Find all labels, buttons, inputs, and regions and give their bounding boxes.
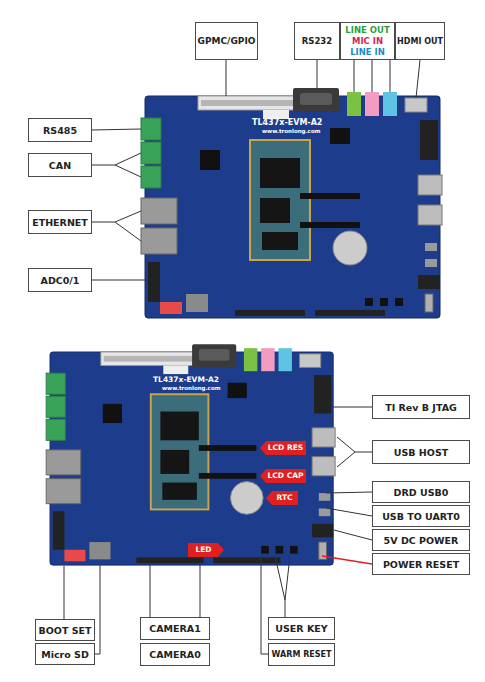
leader-line: [326, 492, 372, 493]
arrow-tag: LED: [188, 543, 224, 557]
leader-line: [200, 565, 201, 617]
arrow-tag-fill: [260, 469, 306, 483]
callout-box: WARM RESET: [268, 643, 335, 666]
callout-box: USB TO UART0: [372, 505, 470, 527]
callout-text: 5V DC POWER: [384, 535, 459, 546]
callout-text: CAN: [49, 160, 71, 171]
callout-text: ETHERNET: [32, 217, 88, 228]
callout-text: RS232: [302, 36, 332, 47]
callout-box: CAMERA0: [140, 643, 210, 666]
callout-box: CAMERA1: [140, 617, 210, 640]
callout-box: POWER RESET: [372, 553, 470, 575]
callout-text: RS485: [43, 125, 77, 136]
callout-text: TI Rev B JTAG: [385, 402, 457, 413]
leader-line: [317, 60, 318, 88]
leader-line: [354, 60, 355, 92]
leader-line: [226, 60, 227, 96]
callout-text: USER KEY: [275, 623, 327, 634]
top-board: [141, 88, 442, 318]
callout-box: CAN: [28, 153, 92, 177]
board-silkscreen: www.tronlong.com: [162, 385, 220, 391]
leader-line: [92, 129, 141, 130]
callout-text: HDMI OUT: [397, 36, 443, 47]
callout-text: LINE IN: [350, 47, 385, 58]
callout-box: Micro SD: [35, 643, 95, 665]
callout-text: USB HOST: [394, 447, 448, 458]
callout-text: ADC0/1: [41, 275, 80, 286]
board-silkscreen: www.tronlong.com: [262, 128, 320, 134]
callout-text: Micro SD: [41, 649, 89, 660]
leader-line: [92, 153, 141, 177]
callout-text: BOOT SET: [39, 625, 92, 636]
leader-line: [337, 437, 372, 467]
callout-box: GPMC/GPIO: [195, 22, 258, 60]
callout-text: DRD USB0: [394, 487, 449, 498]
leader-line: [64, 566, 65, 619]
callout-box: 5V DC POWER: [372, 529, 470, 551]
leader-line: [372, 60, 373, 92]
leader-line: [416, 60, 420, 98]
callout-text: LCD CAP: [268, 471, 304, 481]
callout-text: GPMC/GPIO: [198, 36, 256, 47]
callout-box: RS232: [294, 22, 340, 60]
leader-line: [95, 565, 100, 654]
leader-line: [390, 60, 391, 92]
leader-line: [150, 565, 151, 617]
leader-line: [275, 556, 290, 617]
callout-box: TI Rev B JTAG: [372, 395, 470, 419]
callout-box: USER KEY: [268, 617, 335, 640]
arrow-tag: RTC: [266, 491, 298, 505]
callout-box: RS485: [28, 118, 92, 142]
callout-box: DRD USB0: [372, 481, 470, 503]
callout-box: USB HOST: [372, 440, 470, 464]
leader-line: [261, 556, 268, 654]
callout-text: LED: [195, 545, 211, 555]
leader-line-red: [322, 556, 372, 564]
leader-line: [92, 211, 141, 241]
arrow-tag-fill: [266, 491, 298, 505]
callout-text: USB TO UART0: [382, 511, 460, 522]
leader-lines: [64, 60, 420, 654]
arrow-tag-fill: [188, 543, 224, 557]
leader-line: [334, 530, 372, 540]
callout-box: HDMI OUT: [395, 22, 445, 60]
callout-text: LCD RES: [268, 443, 303, 453]
callout-text: POWER RESET: [383, 559, 459, 570]
callout-text: CAMERA1: [149, 623, 201, 634]
arrow-tag: LCD RES: [260, 441, 306, 455]
bottom-board: [46, 344, 335, 565]
leader-line: [326, 508, 372, 516]
board-silkscreen: TL437x-EVM-A2: [252, 118, 322, 127]
callout-text: CAMERA0: [149, 649, 201, 660]
callout-box: LINE OUTMIC INLINE IN: [340, 22, 395, 60]
arrow-tag-fill: [260, 441, 306, 455]
leader-line: [332, 407, 372, 408]
callout-text: LINE OUT: [345, 25, 389, 36]
callout-box: ADC0/1: [28, 268, 92, 292]
callout-box: ETHERNET: [28, 210, 92, 234]
board-silkscreen: TL437x-EVM-A2: [153, 375, 219, 384]
callout-text: WARM RESET: [272, 649, 332, 660]
leader-line: [92, 280, 148, 281]
callout-text: MIC IN: [352, 36, 383, 47]
arrow-tag: LCD CAP: [260, 469, 306, 483]
callout-box: BOOT SET: [35, 619, 95, 641]
callout-text: RTC: [276, 493, 292, 503]
